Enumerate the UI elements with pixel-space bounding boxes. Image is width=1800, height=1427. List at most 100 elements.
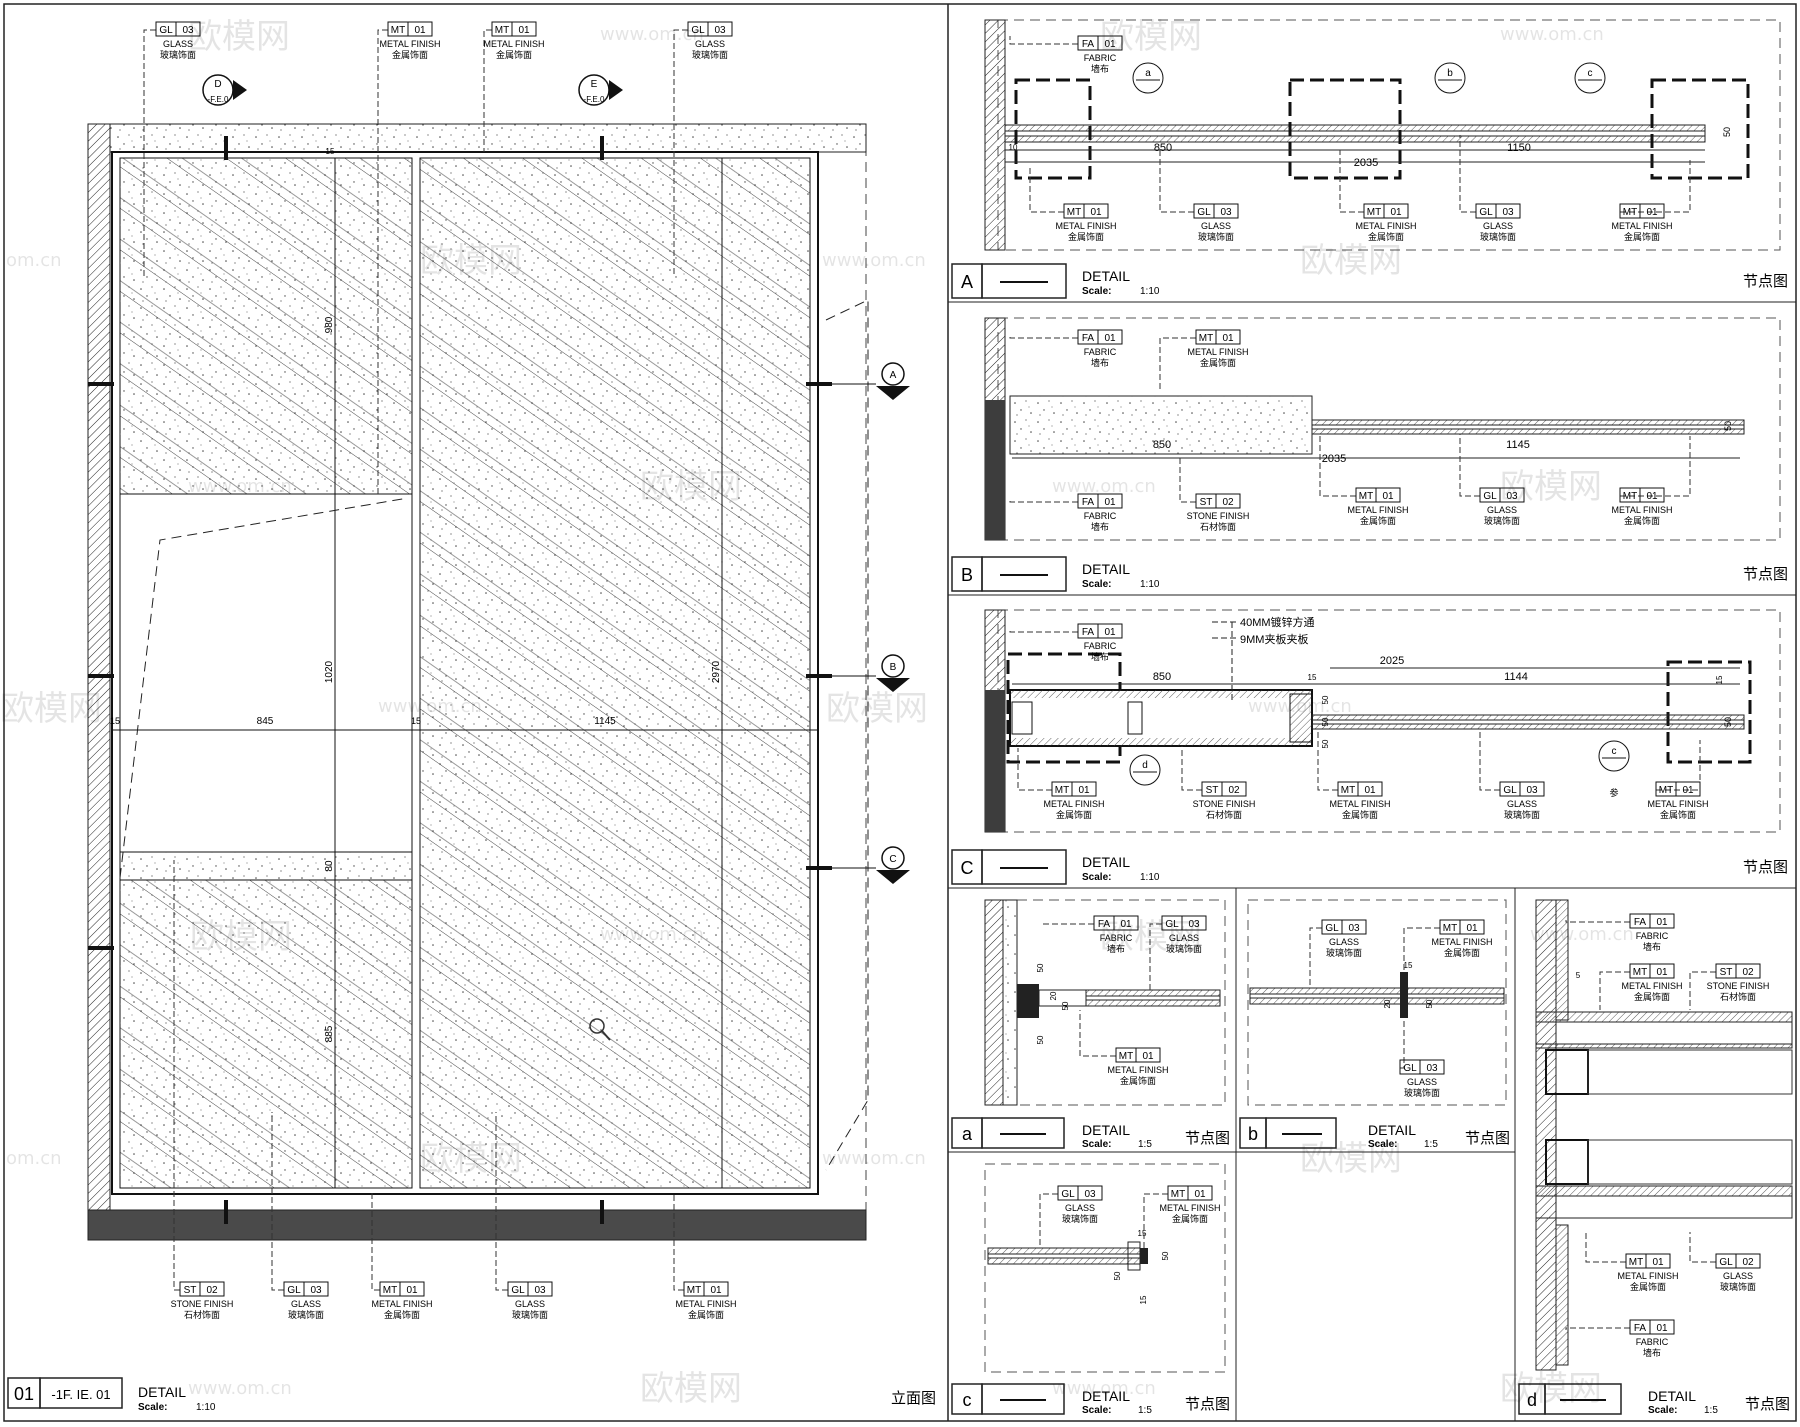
dimb-50: 50 xyxy=(1425,999,1434,1008)
elevation-id: 01 xyxy=(14,1384,34,1404)
detail-d-scale: 1:5 xyxy=(1704,1405,1718,1416)
detail-A-scale: 1:10 xyxy=(1140,286,1160,297)
material-number: 01 xyxy=(710,1285,722,1296)
watermark-url-cut: om.cn xyxy=(6,1148,62,1169)
material-code: GL xyxy=(1197,207,1211,218)
dimb-20: 20 xyxy=(1383,999,1392,1008)
dima-50: 50 xyxy=(1061,1001,1070,1010)
detail-A-title: A DETAIL Scale: 1:10 节点图 xyxy=(951,263,1788,299)
dimA-1150: 1150 xyxy=(1507,142,1531,154)
material-number: 03 xyxy=(714,25,726,36)
material-code: GL xyxy=(1503,785,1517,796)
dimC-2025: 2025 xyxy=(1380,655,1404,667)
material-name-cn: 金属饰面 xyxy=(1360,515,1396,526)
material-name: METAL FINISH xyxy=(1043,799,1104,809)
material-number: 03 xyxy=(1348,923,1360,934)
material-code: MT xyxy=(1623,207,1637,218)
marker-D-sheet: -F.E.0 xyxy=(208,95,229,104)
dima-50b: 50 xyxy=(1036,1035,1045,1044)
dim-2970: 2970 xyxy=(711,660,722,683)
detail-B-heading: DETAIL xyxy=(1082,561,1130,577)
material-name: METAL FINISH xyxy=(1055,221,1116,231)
marker-A-label: A xyxy=(890,370,897,381)
dim-980: 980 xyxy=(324,316,335,333)
dima-50a: 50 xyxy=(1036,963,1045,972)
note-40mm: 40MM镀锌方通 xyxy=(1240,615,1315,629)
detail-A-id: A xyxy=(961,272,973,292)
material-name-cn: 玻璃饰面 xyxy=(160,49,196,60)
elevation-ref: -1F. IE. 01 xyxy=(51,1387,110,1402)
magnifier-icon[interactable] xyxy=(589,1018,611,1041)
elevation-type: 立面图 xyxy=(891,1390,936,1407)
material-name-cn: 墙布 xyxy=(1091,521,1109,532)
material-code: GL xyxy=(1061,1189,1075,1200)
material-name: METAL FINISH xyxy=(1329,799,1390,809)
material-code: MT xyxy=(1055,785,1069,796)
callout-c2: c xyxy=(1612,746,1617,757)
material-name: FABRIC xyxy=(1084,511,1117,521)
material-code: MT xyxy=(1067,207,1081,218)
marker-E-label: E xyxy=(591,79,598,90)
material-code: ST xyxy=(1200,497,1213,508)
material-number: 01 xyxy=(1656,967,1668,978)
detail-d-title: d DETAIL Scale: 1:5 节点图 xyxy=(1518,1383,1790,1416)
material-name-cn: 金属饰面 xyxy=(688,1309,724,1320)
material-name: GLASS xyxy=(1065,1203,1095,1213)
callout-c: c xyxy=(1588,68,1593,79)
material-code: FA xyxy=(1082,497,1095,508)
dimB-2035: 2035 xyxy=(1322,453,1346,465)
watermark-url: www.om.cn xyxy=(600,924,704,945)
watermark-brand: 欧模网 xyxy=(1500,467,1602,507)
watermark-brand: 欧模网 xyxy=(1300,241,1402,281)
dima-20: 20 xyxy=(1049,991,1058,1000)
watermark-brand: 欧模网 xyxy=(1100,917,1202,957)
detail-b-type: 节点图 xyxy=(1465,1130,1510,1147)
detail-a-type: 节点图 xyxy=(1185,1130,1230,1147)
watermark-brand: 欧模网 xyxy=(640,467,742,507)
material-name-cn: 金属饰面 xyxy=(1624,515,1660,526)
material-number: 01 xyxy=(1382,491,1394,502)
ref-cn: 参 xyxy=(1609,787,1618,798)
material-name-cn: 玻璃饰面 xyxy=(1198,231,1234,242)
material-number: 03 xyxy=(1426,1063,1438,1074)
material-name-cn: 玻璃饰面 xyxy=(512,1309,548,1320)
dim-15-mid: 15 xyxy=(411,716,421,726)
material-name-cn: 墙布 xyxy=(1091,63,1109,74)
material-name-cn: 金属饰面 xyxy=(384,1309,420,1320)
material-code: FA xyxy=(1098,919,1111,930)
detail-d-id: d xyxy=(1527,1390,1537,1410)
material-code: GL xyxy=(691,25,705,36)
material-name: GLASS xyxy=(1169,933,1199,943)
material-number: 01 xyxy=(1656,1323,1668,1334)
marker-C-label: C xyxy=(889,854,896,865)
material-number: 01 xyxy=(1656,917,1668,928)
dimA-50: 50 xyxy=(1722,127,1732,137)
material-name-cn: 墙布 xyxy=(1643,941,1661,952)
material-number: 03 xyxy=(1526,785,1538,796)
dimC-850: 850 xyxy=(1153,671,1171,683)
detail-c-drawing: 15 15 50 50 xyxy=(984,1163,1226,1373)
dimC-15a: 15 xyxy=(1308,673,1317,682)
material-name-cn: 玻璃饰面 xyxy=(1504,809,1540,820)
detail-d-scale-label: Scale: xyxy=(1648,1405,1677,1416)
detail-b-id: b xyxy=(1248,1124,1258,1144)
dimB-1145: 1145 xyxy=(1506,439,1530,451)
material-number: 01 xyxy=(1078,785,1090,796)
material-name: GLASS xyxy=(1329,937,1359,947)
detail-B-title: B DETAIL Scale: 1:10 节点图 xyxy=(951,556,1788,592)
material-number: 03 xyxy=(1506,491,1518,502)
material-name-cn: 石材饰面 xyxy=(184,1309,220,1320)
watermark-brand: 欧模网 xyxy=(1300,1139,1402,1179)
elevation-drawing: D -F.E.0 E -F.E.0 A B C 845 1145 15 15 1… xyxy=(87,74,910,1241)
watermark-brand: 欧模网 xyxy=(1500,1369,1602,1409)
